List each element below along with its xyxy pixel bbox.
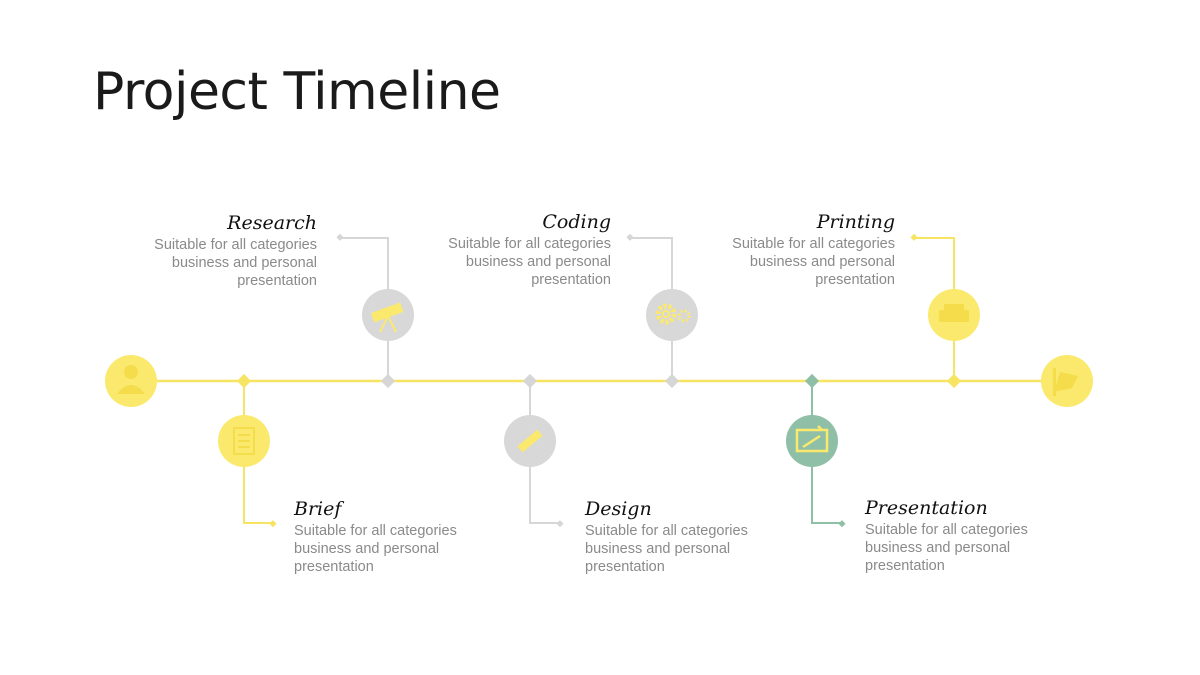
stage-coding-node (646, 289, 698, 341)
stage-design-description: Suitable for all categories business and… (585, 523, 748, 575)
stage-brief: Brief Suitable for all categories busine… (294, 498, 484, 576)
stage-brief-description: Suitable for all categories business and… (294, 523, 457, 575)
flag-icon (1053, 368, 1078, 396)
stage-printing-description: Suitable for all categories business and… (732, 236, 895, 288)
stage-brief-name: Brief (294, 498, 342, 520)
stage-coding-name: Coding (542, 211, 611, 233)
stage-research-name: Research (227, 212, 317, 234)
telescope-icon (370, 302, 404, 333)
stage-printing-node (928, 289, 980, 341)
document-icon (233, 427, 255, 455)
stage-coding: Coding Suitable for all categories busin… (421, 211, 611, 289)
stage-design-node (504, 415, 556, 467)
stage-research: Research Suitable for all categories bus… (127, 212, 317, 290)
stage-printing: Printing Suitable for all categories bus… (705, 211, 895, 289)
easel-icon (795, 425, 829, 453)
person-icon (117, 365, 145, 394)
stage-design-name: Design (585, 498, 652, 520)
page-title: Project Timeline (93, 62, 501, 122)
stage-research-node (362, 289, 414, 341)
stage-brief-node (218, 415, 270, 467)
end-node (1041, 355, 1093, 407)
pencil-icon (517, 429, 543, 453)
stage-presentation-name: Presentation (865, 497, 988, 519)
gears-icon (655, 303, 691, 325)
stage-design: Design Suitable for all categories busin… (585, 498, 775, 576)
stage-presentation-description: Suitable for all categories business and… (865, 522, 1028, 574)
start-node (105, 355, 157, 407)
stage-presentation-node (786, 415, 838, 467)
stage-presentation: Presentation Suitable for all categories… (865, 497, 1055, 575)
stage-printing-name: Printing (816, 211, 895, 233)
stage-research-description: Suitable for all categories business and… (154, 237, 317, 289)
printer-icon (939, 304, 969, 322)
stage-coding-description: Suitable for all categories business and… (448, 236, 611, 288)
